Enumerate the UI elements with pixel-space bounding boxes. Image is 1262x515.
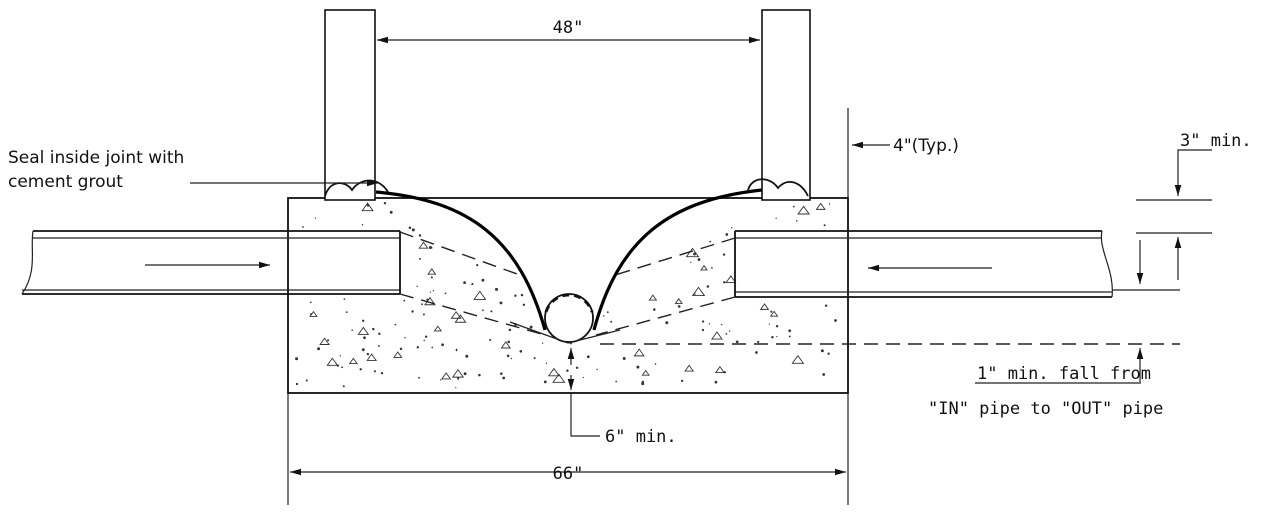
right-pipe-projection-bottom (595, 296, 736, 336)
wall-thickness-label: 4"(Typ.) (893, 136, 959, 156)
base-min-label: 6" min. (605, 427, 677, 447)
right-riser-wall (761, 9, 811, 201)
seal-note-line2: cement grout (8, 172, 123, 192)
inlet-pipe-left (21, 230, 401, 295)
invert-slope-right (567, 329, 621, 344)
left-bench-curve (375, 190, 547, 331)
fall-note-line2: "IN" pipe to "OUT" pipe (928, 399, 1163, 419)
base-thickness-leader (570, 392, 600, 437)
left-pipe-projection-bottom (399, 293, 546, 336)
right-grout-seal (747, 178, 809, 197)
top-width-label: 48" (553, 18, 584, 38)
bottom-width-label: 66" (553, 464, 584, 484)
cover-min-label: 3" min. (1180, 131, 1252, 151)
invert-channel-top-dashed (544, 293, 594, 313)
seal-note-line1: Seal inside joint with (8, 148, 184, 168)
concrete-aggregate-texture (295, 202, 837, 389)
invert-slope-left (509, 321, 569, 344)
left-riser-wall (324, 9, 376, 201)
fall-note-line1: 1" min. fall from (977, 364, 1151, 384)
cover-leader (1174, 149, 1212, 196)
right-bench-curve (592, 188, 763, 331)
